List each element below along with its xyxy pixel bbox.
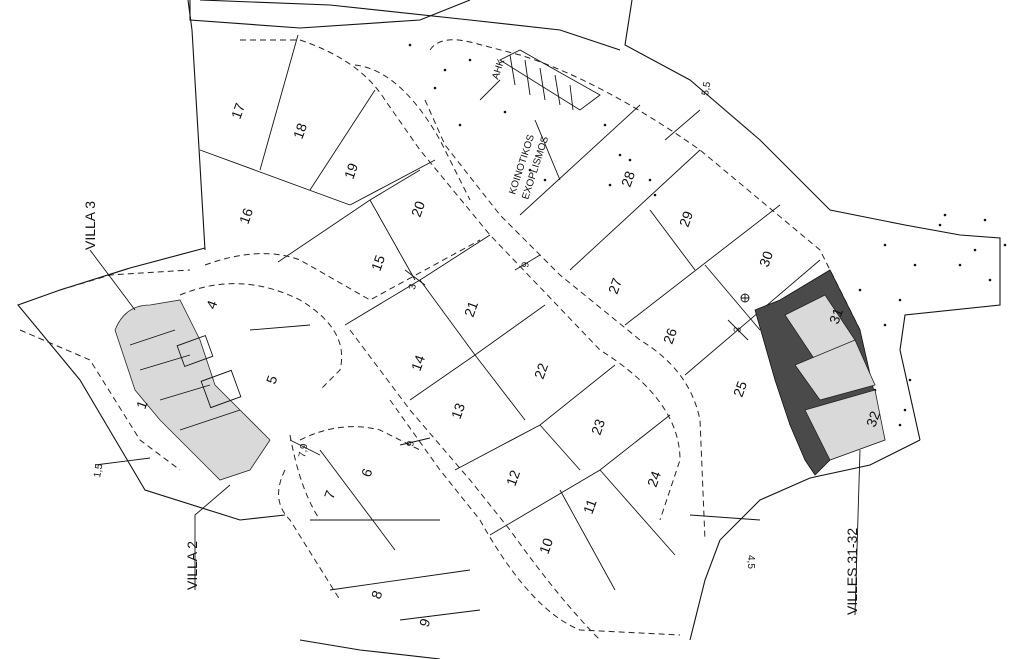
plot-10: 10: [536, 536, 556, 556]
ahk-label: AHK: [490, 58, 507, 81]
plot-8: 8: [368, 588, 386, 601]
dim-4-5: 4,5: [745, 555, 756, 569]
parking-area: [499, 49, 601, 111]
plot-13: 13: [448, 401, 468, 421]
plot-24: 24: [644, 469, 664, 489]
plot-5: 5: [263, 373, 281, 386]
plot-26: 26: [660, 326, 680, 346]
plot-18: 18: [290, 121, 310, 141]
plot-12: 12: [503, 468, 523, 488]
dim-3-b: 3: [732, 326, 744, 334]
plot-9: 9: [416, 616, 434, 629]
dim-9-a: 9: [520, 261, 532, 269]
plot-23: 23: [588, 417, 608, 437]
vegetation-dots: [408, 43, 1007, 427]
plot-19: 19: [341, 161, 361, 181]
plot-20: 20: [408, 199, 428, 219]
villa-3-label: VILLA 3: [82, 201, 98, 250]
dim-1-5: 1,5: [92, 462, 105, 478]
plot-22: 22: [531, 361, 551, 381]
plot-30: 30: [756, 249, 776, 269]
plot-17: 17: [228, 101, 248, 121]
dim-7-9: 7,9: [297, 442, 310, 458]
villes-31-32-building: [754, 269, 886, 476]
plot-4: 4: [203, 298, 221, 311]
road-network: [19, 39, 871, 641]
dimension-marks: 1,5 5,5 9 9 7,9 3 3 4,5: [92, 80, 761, 569]
plot-25: 25: [730, 379, 750, 399]
plot-21: 21: [461, 299, 481, 319]
plot-lines: [199, 34, 821, 621]
plot-15: 15: [368, 253, 388, 273]
villes-31-32-label: VILLES 31-32: [844, 528, 860, 615]
villa-2-label: VILLA 2: [184, 541, 200, 590]
plot-11: 11: [580, 497, 600, 516]
dim-3-a: 3: [407, 283, 419, 291]
plot-6: 6: [358, 466, 376, 479]
dim-5-5: 5,5: [700, 80, 713, 96]
plot-16: 16: [236, 206, 256, 226]
dim-9-b: 9: [405, 440, 417, 448]
plot-27: 27: [605, 276, 625, 296]
plot-31: 31: [826, 306, 846, 326]
villa-2-3-building: [114, 299, 271, 481]
plot-14: 14: [408, 353, 428, 373]
plot-7: 7: [321, 488, 339, 501]
plot-labels: 1 4 5 6 7 8 9 10 11 12 13 14 15 16 17 18…: [133, 101, 883, 629]
plot-32: 32: [863, 409, 883, 429]
plot-29: 29: [676, 209, 696, 229]
plot-28: 28: [618, 169, 638, 189]
